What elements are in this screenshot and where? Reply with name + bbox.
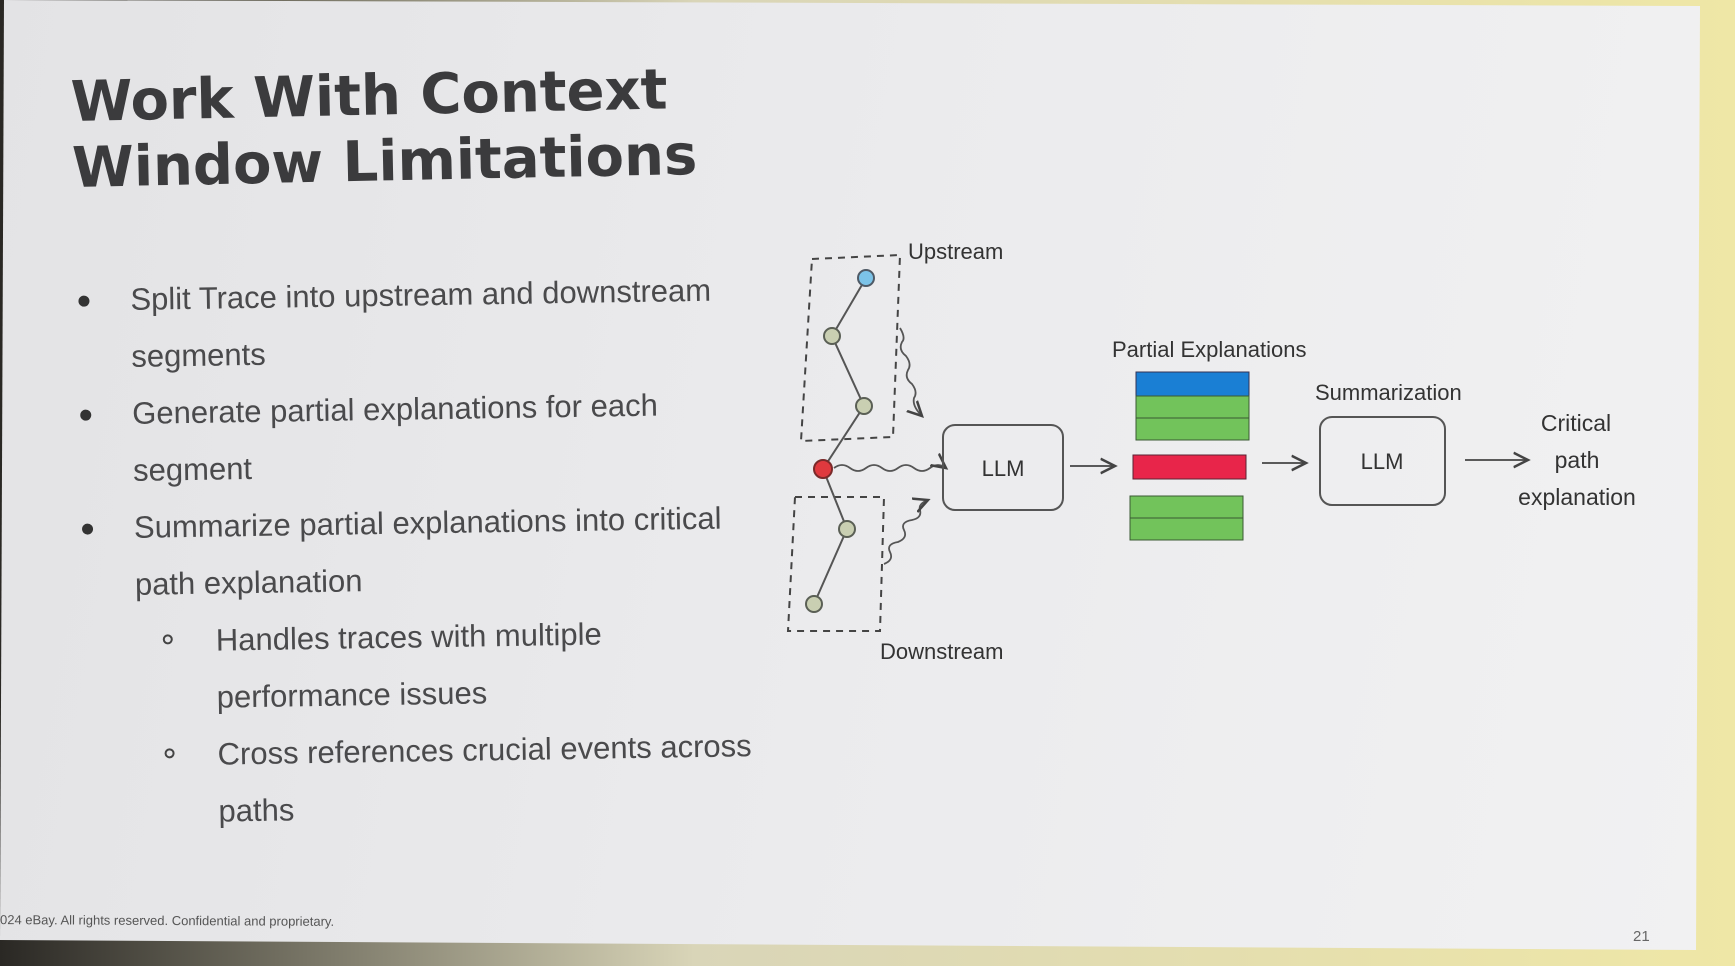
critical-node: [813, 459, 833, 479]
output-label-line-3: explanation: [1518, 484, 1636, 510]
partial-bar-green: [1135, 395, 1250, 419]
llm-box: [942, 424, 1064, 511]
summarization-label: Summarization: [1315, 380, 1462, 405]
copyright-footer: 024 eBay. All rights reserved. Confident…: [0, 912, 335, 929]
llm-label: LLM: [982, 456, 1025, 481]
partial-explanations-stack: [1129, 371, 1250, 541]
partial-bar-green: [1129, 517, 1244, 541]
upstream-label: Upstream: [908, 239, 1003, 264]
upstream-node: [823, 327, 841, 345]
trace-split-diagram: Upstream Downstream LLM Partial Explanat…: [786, 239, 1636, 664]
partial-bar-green: [1135, 417, 1250, 441]
upstream-segment-box: [799, 253, 902, 443]
slide-screen: Work With Context Window Limitations Spl…: [0, 0, 1700, 950]
upstream-node: [855, 397, 873, 415]
trace-path: [813, 277, 867, 605]
upstream-root-node: [857, 269, 875, 287]
downstream-segment-box: [786, 496, 886, 632]
downstream-node: [838, 520, 856, 538]
failure-node-to-llm-arrow: [833, 465, 946, 472]
downstream-to-llm-arrow: [883, 500, 928, 565]
output-label-line-1: Critical: [1541, 410, 1611, 436]
partial-explanations-label: Partial Explanations: [1112, 337, 1306, 362]
output-label-line-2: path: [1555, 447, 1600, 473]
partial-bar-red: [1132, 454, 1247, 480]
partial-bar-green: [1129, 495, 1244, 519]
page-number: 21: [1633, 928, 1650, 945]
summarization-llm-box: [1319, 416, 1446, 506]
downstream-leaf-node: [805, 595, 823, 613]
downstream-label: Downstream: [880, 639, 1003, 664]
partial-bar-blue: [1135, 371, 1250, 397]
summarization-llm-label: LLM: [1361, 449, 1404, 474]
upstream-to-llm-arrow: [899, 327, 922, 416]
